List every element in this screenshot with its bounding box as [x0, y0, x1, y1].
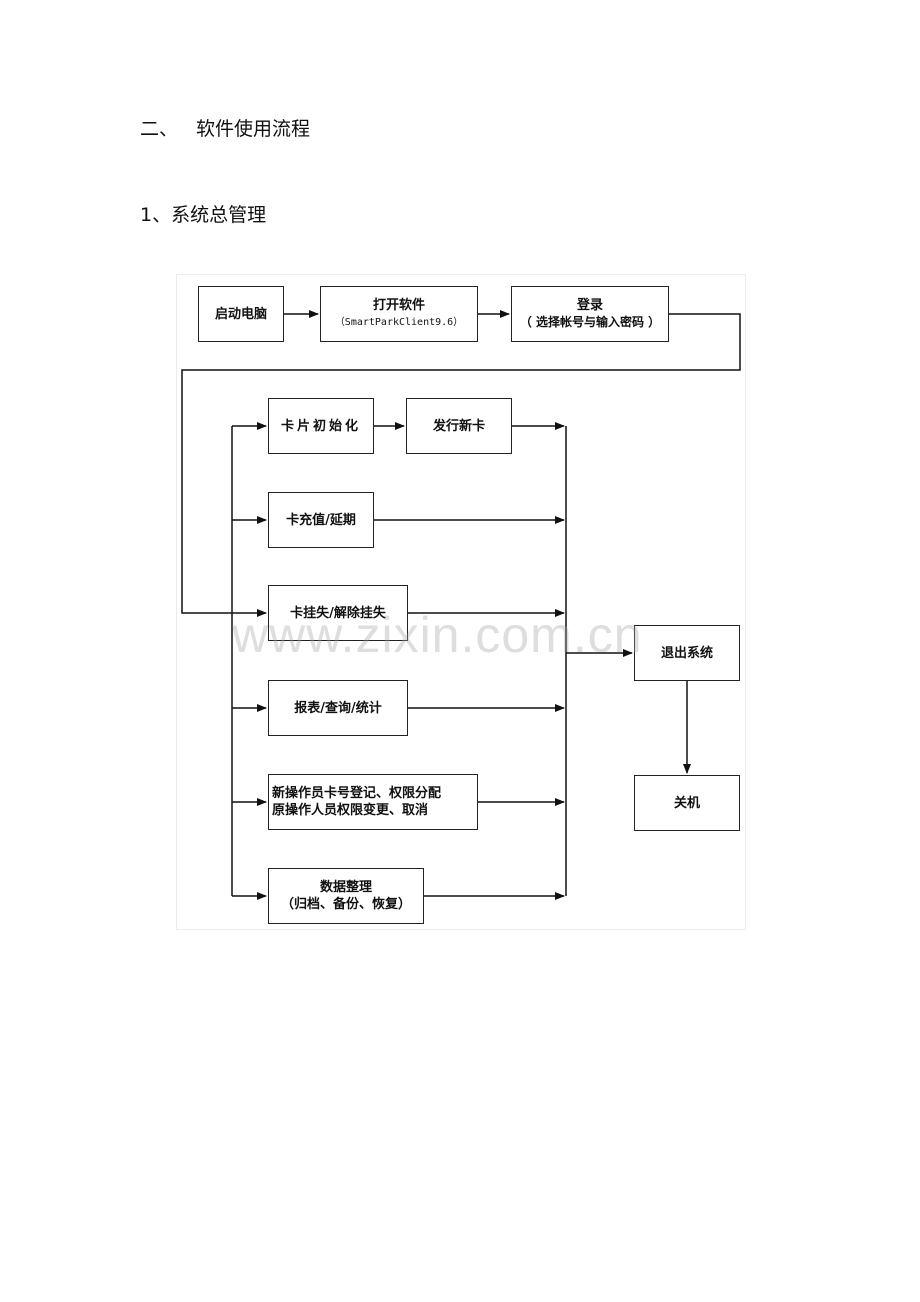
flowchart	[176, 274, 746, 930]
subsection-heading: 1、系统总管理	[140, 204, 267, 226]
section-title: 软件使用流程	[196, 118, 311, 140]
node-start-computer: 启动电脑	[198, 286, 284, 342]
node-login-title: 登录	[576, 298, 603, 313]
node-open-software: 打开软件 （SmartParkClient9.6）	[320, 286, 478, 342]
node-card-init: 卡片初始化	[268, 398, 374, 454]
node-card-recharge: 卡充值/延期	[268, 492, 374, 548]
node-card-recharge-label: 卡充值/延期	[286, 512, 356, 528]
node-open-software-sub: （SmartParkClient9.6）	[334, 317, 464, 328]
node-shutdown: 关机	[634, 775, 740, 831]
section-heading: 二、软件使用流程	[140, 114, 310, 141]
node-data-maintenance-line2: （归档、备份、恢复）	[280, 897, 411, 912]
node-exit-system: 退出系统	[634, 625, 740, 681]
node-login-sub: （ 选择帐号与输入密码 ）	[519, 315, 661, 329]
node-issue-card: 发行新卡	[406, 398, 512, 454]
node-data-maintenance-line1: 数据整理	[319, 880, 372, 895]
node-operator-mgmt: 新操作员卡号登记、权限分配 原操作人员权限变更、取消	[268, 774, 478, 830]
node-data-maintenance: 数据整理 （归档、备份、恢复）	[268, 868, 424, 924]
node-issue-card-label: 发行新卡	[432, 418, 485, 434]
node-start-computer-label: 启动电脑	[214, 306, 267, 322]
watermark: www.zixin.com.cn	[232, 607, 643, 663]
node-login: 登录 （ 选择帐号与输入密码 ）	[511, 286, 669, 342]
node-card-init-label: 卡片初始化	[280, 418, 361, 434]
node-open-software-title: 打开软件	[372, 298, 425, 313]
node-exit-system-label: 退出系统	[660, 645, 713, 661]
node-operator-mgmt-line2: 原操作人员权限变更、取消	[272, 803, 429, 818]
section-number: 二、	[140, 118, 179, 140]
node-shutdown-label: 关机	[673, 795, 700, 811]
node-operator-mgmt-line1: 新操作员卡号登记、权限分配	[272, 786, 442, 801]
node-reports-label: 报表/查询/统计	[294, 700, 382, 716]
node-reports: 报表/查询/统计	[268, 680, 408, 736]
